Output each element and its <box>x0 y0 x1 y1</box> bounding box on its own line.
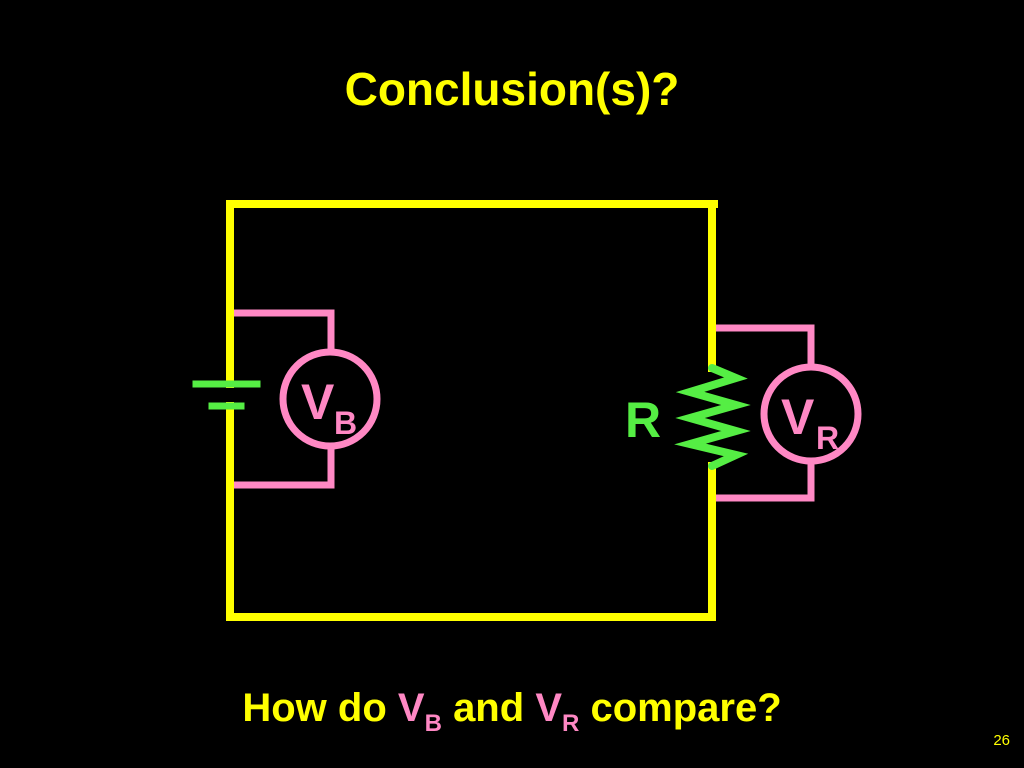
voltmeter-battery <box>234 309 381 489</box>
voltmeter-battery-lead-top <box>234 309 335 352</box>
question-part-3: compare? <box>590 686 782 730</box>
slide-title: Conclusion(s)? <box>344 63 680 115</box>
question-part-2: and <box>453 686 525 730</box>
voltmeter-resistor-symbol: V <box>781 389 815 445</box>
circuit-wires <box>226 200 718 621</box>
question-vr-symbol: V <box>535 686 562 730</box>
page-number: 26 <box>993 732 1010 749</box>
resistor-symbol <box>674 364 751 470</box>
question-part-1: How do <box>242 686 387 730</box>
voltmeter-resistor-subscript: R <box>816 420 839 456</box>
voltmeter-resistor-lead-bottom <box>716 462 815 502</box>
voltmeter-battery-circle <box>279 348 381 450</box>
voltmeter-resistor-lead-top <box>716 324 815 366</box>
question-vb-symbol: V <box>397 686 425 730</box>
question-vr-subscript: R <box>562 710 580 737</box>
voltmeter-resistor <box>716 324 862 502</box>
voltmeter-resistor-circle <box>760 363 862 465</box>
question-vb-subscript: B <box>424 710 442 737</box>
resistor-label: R <box>625 392 661 448</box>
question-vb: VB <box>397 686 442 736</box>
voltmeter-battery-subscript: B <box>334 405 357 441</box>
question-vr: VR <box>535 686 579 736</box>
voltmeter-battery-symbol: V <box>301 374 335 430</box>
battery-symbol <box>192 380 261 410</box>
question-text: How do VB and VR compare? <box>0 686 1024 736</box>
voltmeter-battery-lead-bottom <box>234 446 335 489</box>
